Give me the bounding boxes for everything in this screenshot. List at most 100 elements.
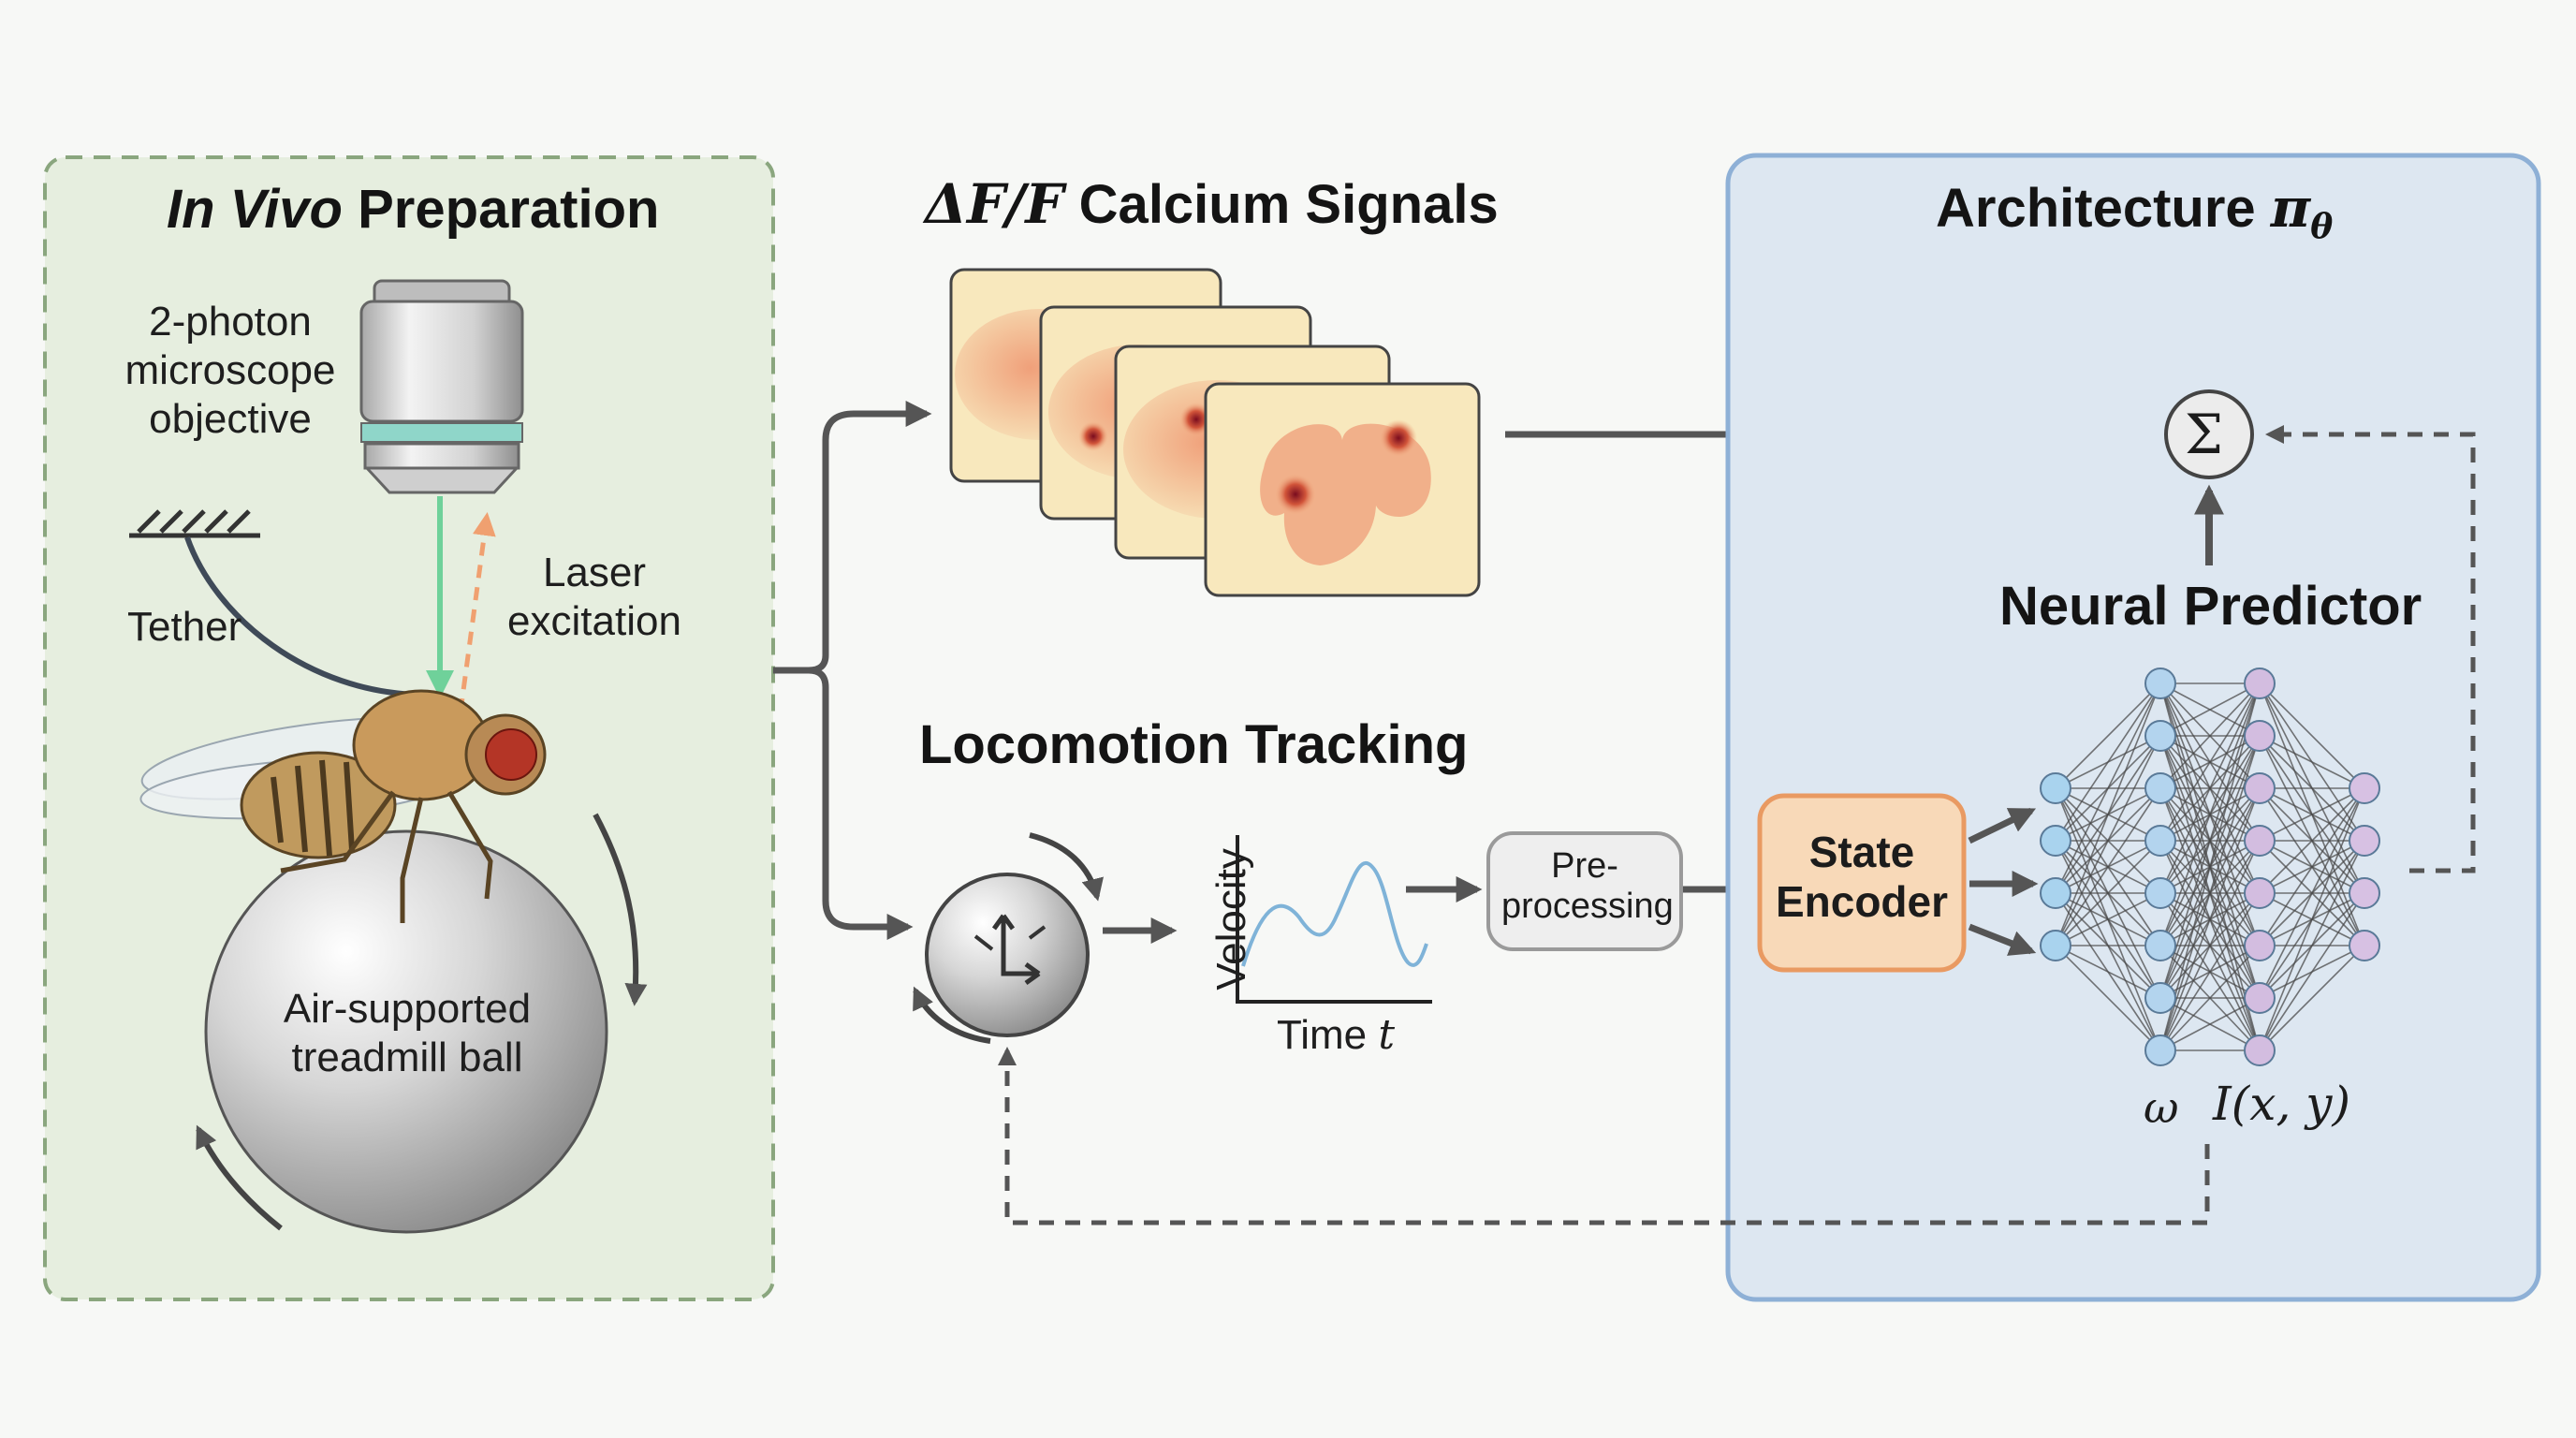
- network-node-layer-3: [2244, 982, 2276, 1014]
- prep-title-italic: In Vivo: [167, 179, 343, 240]
- network-node-layer-2: [2144, 930, 2176, 961]
- calcium-frame-stack: [949, 268, 1481, 597]
- branch-connector: [773, 401, 932, 674]
- time-axis-var: t: [1378, 1011, 1396, 1059]
- fruit-fly-icon: [139, 689, 547, 923]
- network-node-layer-2: [2144, 825, 2176, 857]
- ball-rotation-arrow-left: [196, 1124, 283, 1231]
- encoder-to-network-arrow-1: [1968, 807, 2037, 844]
- network-edge: [2159, 787, 2261, 1051]
- network-edge: [2055, 682, 2161, 842]
- network-node-layer-4: [2349, 825, 2380, 857]
- preprocessing-box: [1486, 831, 1683, 951]
- network-edge: [2259, 787, 2365, 999]
- microscope-objective-icon: [359, 279, 524, 494]
- network-edge: [2055, 945, 2161, 999]
- network-node-layer-3: [2244, 1034, 2276, 1066]
- encoder-to-network-arrow-3: [1968, 923, 2037, 956]
- trackball-sensor-icon: [925, 873, 1090, 1037]
- network-node-layer-4: [2349, 772, 2380, 804]
- sum-symbol: Σ: [2185, 403, 2224, 466]
- output-image-label: I(x, y): [2213, 1077, 2350, 1131]
- tether-mount-icon: [129, 509, 422, 697]
- prep-title: In Vivo Preparation: [167, 178, 659, 242]
- network-edge: [2259, 945, 2365, 1051]
- network-edge: [2055, 787, 2161, 946]
- time-axis-label: Time t: [1277, 1011, 1395, 1060]
- network-edge: [2259, 787, 2365, 1051]
- network-edge: [2159, 840, 2261, 1051]
- network-node-layer-1: [2040, 772, 2071, 804]
- network-node-layer-3: [2244, 930, 2276, 961]
- ball-label: Air-supported treadmill ball: [283, 986, 532, 1080]
- network-node-layer-2: [2144, 877, 2176, 909]
- output-omega-label: ω: [2144, 1082, 2179, 1133]
- network-edge: [2055, 735, 2161, 946]
- velocity-plot: [1236, 835, 1432, 1004]
- architecture-title: Architecture πθ: [1936, 176, 2333, 247]
- architecture-title-subscript: θ: [2310, 207, 2334, 247]
- network-edge: [2259, 787, 2365, 842]
- tether-label: Tether: [127, 604, 242, 650]
- network-edge: [2055, 682, 2161, 946]
- trackball-rotation-arrow-top: [1029, 832, 1104, 902]
- network-edge: [2055, 892, 2161, 946]
- calcium-title: ΔF/F Calcium Signals: [925, 172, 1499, 237]
- architecture-panel: [1725, 153, 2541, 1302]
- network-edge: [2159, 682, 2261, 737]
- network-edge: [2159, 682, 2261, 842]
- network-node-layer-3: [2244, 825, 2276, 857]
- network-edge: [2259, 840, 2365, 1051]
- network-node-layer-4: [2349, 877, 2380, 909]
- branch-connector-lower: [808, 667, 914, 940]
- ball-rotation-arrow-right: [593, 813, 648, 1006]
- laser-excitation-arrow: [458, 512, 496, 712]
- network-edge: [2159, 682, 2261, 946]
- architecture-title-text: Architecture: [1936, 178, 2256, 239]
- time-axis-text: Time: [1277, 1012, 1368, 1058]
- neural-network-icon: [2040, 668, 2380, 1066]
- action-feedback-loop: [998, 1047, 2210, 1225]
- objective-label: 2-photon microscope objective: [124, 299, 336, 442]
- network-node-layer-3: [2244, 877, 2276, 909]
- network-node-layer-2: [2144, 720, 2176, 752]
- network-node-layer-3: [2244, 668, 2276, 699]
- network-edge: [2055, 840, 2161, 946]
- network-node-layer-2: [2144, 772, 2176, 804]
- treadmill-ball-icon: [204, 829, 608, 1234]
- network-edge: [2055, 945, 2161, 1051]
- velocity-trace: [1241, 861, 1428, 967]
- locomotion-title: Locomotion Tracking: [919, 714, 1469, 775]
- encoder-label: State Encoder: [1775, 828, 1949, 926]
- network-node-layer-4: [2349, 930, 2380, 961]
- brain-activity-frame-4: [1204, 382, 1481, 597]
- network-edge: [2159, 682, 2261, 999]
- laser-label: Laser excitation: [507, 550, 681, 644]
- summation-node-icon: [2164, 389, 2254, 479]
- network-edge: [2159, 945, 2261, 1051]
- network-edge: [2259, 735, 2365, 789]
- velocity-axis-label: Velocity: [1208, 848, 1255, 990]
- network-edge: [2259, 892, 2365, 1051]
- network-node-layer-1: [2040, 930, 2071, 961]
- predictor-label: Neural Predictor: [1999, 576, 2422, 637]
- network-edge: [2259, 787, 2365, 946]
- network-edge: [2259, 787, 2365, 894]
- architecture-title-symbol: π: [2270, 176, 2311, 240]
- network-node-layer-2: [2144, 982, 2176, 1014]
- network-edge: [2159, 997, 2261, 1051]
- calcium-title-text: Calcium Signals: [1078, 174, 1499, 235]
- network-edge: [2159, 892, 2261, 1051]
- network-edge: [2055, 682, 2161, 894]
- network-edge: [2159, 682, 2261, 789]
- prep-title-rest: Preparation: [358, 179, 660, 240]
- trackball-rotation-arrow-bottom: [913, 986, 991, 1044]
- preprocessing-label: Pre-processing: [1501, 846, 1674, 926]
- network-node-layer-2: [2144, 668, 2176, 699]
- network-node-layer-1: [2040, 825, 2071, 857]
- network-node-layer-2: [2144, 1034, 2176, 1066]
- network-edge: [2055, 682, 2161, 789]
- network-node-layer-3: [2244, 720, 2276, 752]
